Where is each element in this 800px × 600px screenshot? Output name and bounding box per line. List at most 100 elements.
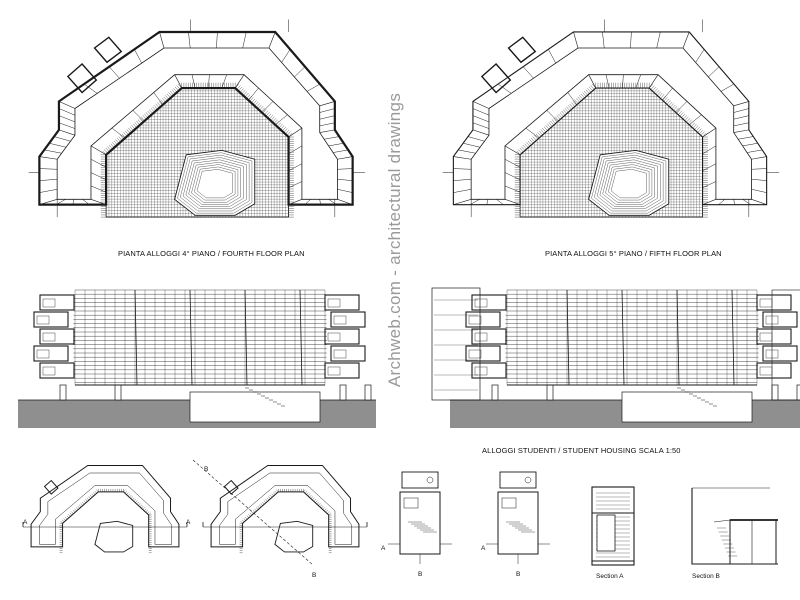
mini-hatch	[242, 519, 245, 523]
corridor-hatch	[592, 83, 596, 89]
corridor-hatch	[671, 104, 676, 109]
mini-hatch	[77, 505, 80, 509]
corridor-hatch	[123, 132, 128, 137]
corridor-hatch	[256, 103, 260, 108]
corridor-hatch	[155, 103, 160, 109]
corridor-hatch	[547, 123, 551, 128]
corridor-hatch	[158, 100, 163, 106]
amphitheatre-step	[188, 162, 241, 205]
partition-wall	[288, 199, 303, 205]
room-partition	[328, 199, 337, 205]
caption-section-b: Section B	[692, 573, 720, 580]
core-window	[333, 349, 347, 359]
corridor-hatch	[269, 115, 273, 120]
mini-hatch	[316, 501, 319, 505]
marker-b-top-2: B	[204, 466, 209, 473]
corridor-hatch	[131, 125, 136, 130]
corridor-hatch	[110, 143, 115, 148]
room-partition	[718, 199, 725, 205]
core-floor	[324, 362, 360, 379]
marker-b-unit-2: B	[516, 571, 521, 578]
corridor-hatch	[660, 94, 665, 99]
section-b-frame	[691, 488, 778, 565]
mini-outer-wall	[30, 464, 180, 548]
amphitheatre-step	[591, 152, 667, 214]
room-partition	[548, 49, 556, 64]
structure-line	[621, 289, 625, 386]
room-partition	[525, 127, 540, 139]
core-floor	[33, 345, 69, 362]
corridor-hatch	[529, 139, 534, 144]
corridor-hatch	[692, 124, 697, 129]
pier	[771, 384, 779, 401]
partition-wall	[174, 74, 183, 89]
mini-hatch	[80, 503, 83, 506]
partition-wall	[588, 74, 597, 89]
core-window	[42, 298, 56, 308]
amphitheatre	[174, 149, 256, 216]
room-partition	[472, 108, 490, 116]
room-partition	[453, 179, 472, 181]
corridor-hatch	[661, 95, 666, 101]
corridor-hatch	[585, 89, 590, 94]
section-line-b	[192, 459, 314, 566]
core-floor	[324, 328, 360, 345]
mini-hatch	[303, 489, 306, 493]
amphitheatre-step	[196, 169, 233, 199]
core-window	[327, 298, 341, 308]
corridor-hatch	[588, 86, 593, 92]
marker-a-unit-1: A	[381, 545, 386, 552]
corridor-hatch	[281, 127, 286, 132]
room-partition	[132, 110, 145, 122]
corridor-hatch	[270, 116, 275, 121]
mini-hatch	[269, 495, 273, 498]
room-partition	[733, 108, 749, 113]
corridor-hatch	[665, 98, 670, 104]
room-partition	[472, 122, 490, 129]
mini-hatch	[88, 496, 91, 499]
corridor-hatch	[663, 97, 668, 102]
corridor-hatch	[582, 92, 587, 97]
partition-wall	[337, 199, 353, 205]
room-partition	[109, 66, 120, 79]
room-partition	[504, 159, 521, 168]
partition-wall	[504, 145, 521, 156]
corridor-hatch	[700, 131, 705, 136]
room-partition	[751, 179, 767, 181]
room-partition	[261, 101, 274, 113]
corridor-hatch	[571, 102, 575, 107]
corridor-hatch	[126, 129, 131, 134]
stair-tower	[66, 63, 98, 94]
corridor-hatch	[157, 102, 161, 107]
partition-wall	[453, 156, 472, 160]
core-window	[36, 349, 50, 359]
mini-hatch	[262, 501, 265, 505]
corridor-hatch	[141, 116, 145, 121]
room-partition	[742, 142, 758, 147]
corridor-hatch	[165, 95, 170, 100]
amphitheatre-step	[191, 164, 239, 203]
section-a-room	[596, 514, 616, 552]
corridor-hatch	[118, 136, 123, 141]
marker-a-left-1: A	[23, 519, 28, 526]
mini-hatch	[62, 519, 65, 523]
room-partition	[242, 31, 247, 49]
mini-hatch	[69, 512, 73, 516]
corridor-hatch	[668, 101, 673, 106]
core-floor	[330, 345, 366, 362]
corridor-hatch	[120, 135, 124, 140]
room-partition	[486, 199, 489, 205]
mini-hatch	[123, 489, 126, 493]
corridor-hatch	[150, 108, 155, 113]
corridor-hatch	[686, 118, 691, 123]
corridor-hatch	[555, 116, 559, 121]
mini-hatch	[268, 496, 271, 499]
corridor-hatch	[681, 113, 686, 118]
corridor-hatch	[574, 99, 579, 104]
partition-wall	[648, 74, 659, 89]
wardrobe	[403, 497, 419, 509]
core-floor	[471, 362, 507, 379]
corridor-hatch	[244, 92, 249, 98]
room-partition	[324, 136, 340, 140]
